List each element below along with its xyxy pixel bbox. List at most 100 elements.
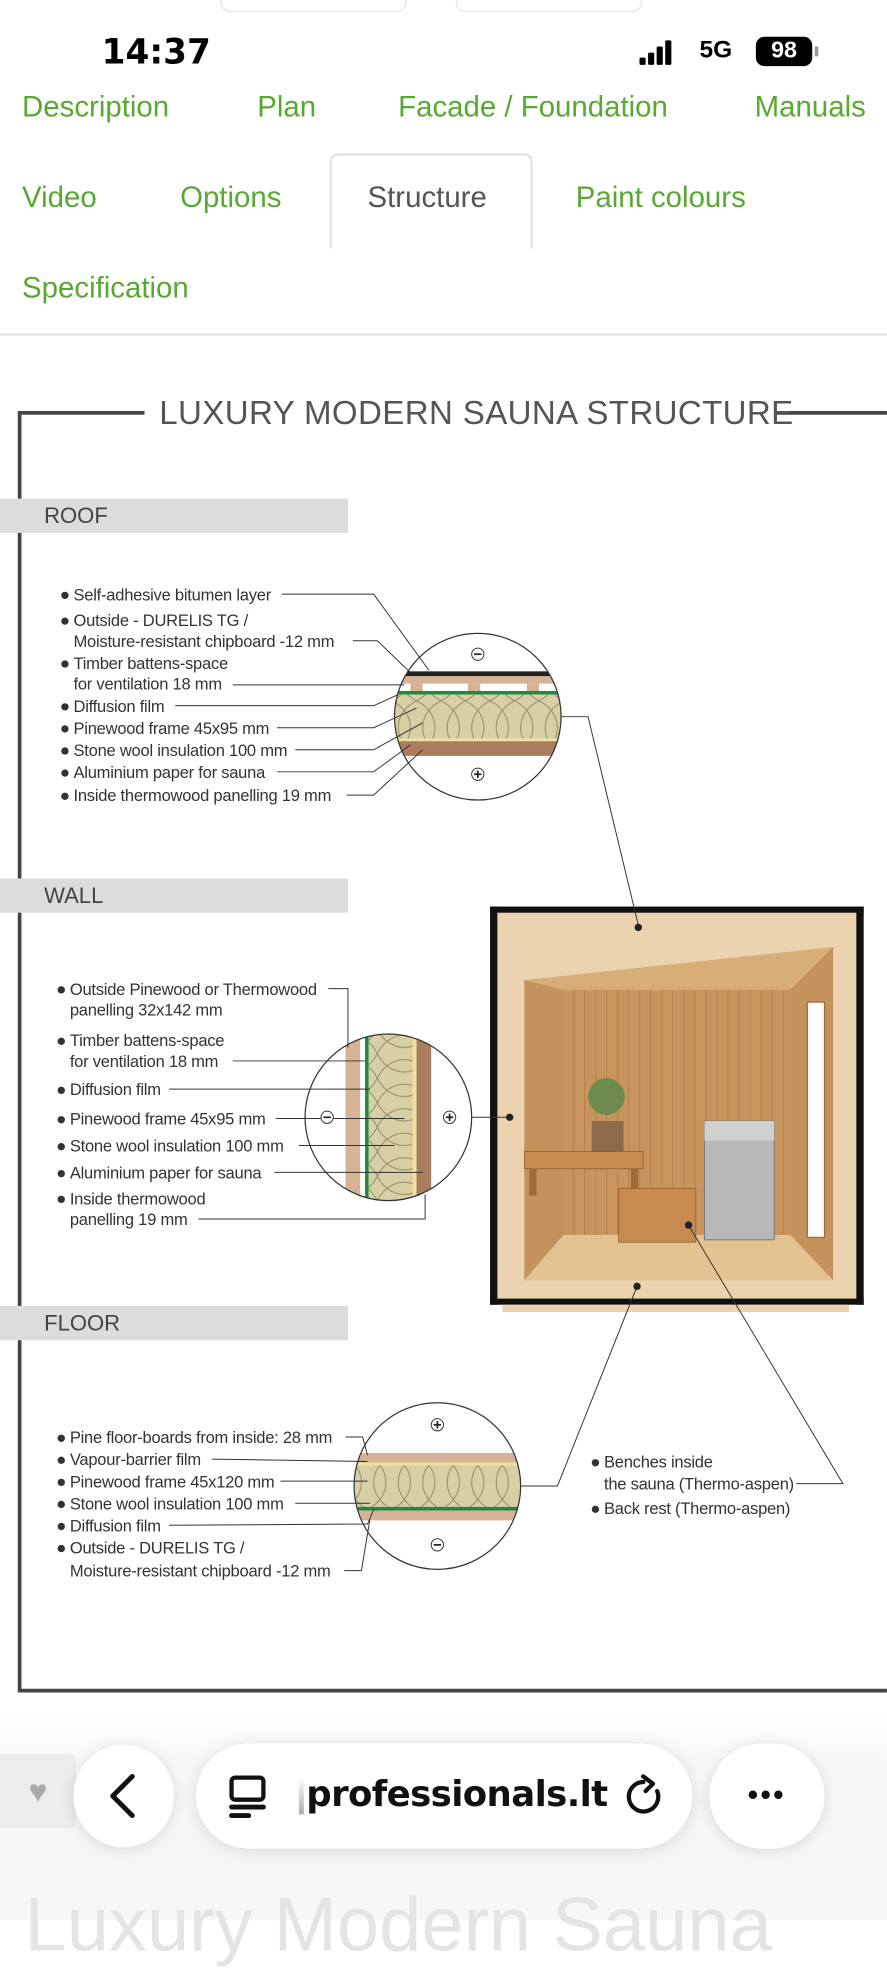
tab-paint-colours[interactable]: Paint colours [575,181,746,215]
roof-label-text: Self-adhesive bitumen layer [73,585,272,604]
tab-manuals[interactable]: Manuals [754,90,866,124]
floor-label: Diffusion film [57,1516,161,1537]
roof-label: Outside - DURELIS TG / [61,611,248,631]
floor-label-text: Pinewood frame 45x120 mm [69,1472,275,1491]
floor-label: Pine floor-boards from inside: 28 mm [57,1428,333,1448]
bullet-icon [57,1545,65,1553]
structure-diagram [17,411,887,1693]
tabs-divider [0,333,887,336]
wall-label: Diffusion film [57,1081,161,1101]
battery-tip [814,46,819,57]
tab-facade-foundation[interactable]: Facade / Foundation [398,90,668,124]
wall-label-text: panelling 32x142 mm [69,1000,223,1020]
bullet-icon [57,1457,65,1465]
bullet-icon [57,1523,65,1531]
roof-label: Stone wool insulation 100 mm [61,741,288,761]
bullet-icon [61,703,69,712]
wall-label: panelling 19 mm [58,1210,188,1230]
interior-label-text: the sauna (Thermo-aspen) [603,1475,794,1494]
floor-label-text: Diffusion film [69,1516,161,1536]
wall-label: for ventilation 18 mm [58,1052,219,1072]
url-fade-edge [298,1777,304,1815]
interior-label: Benches inside [591,1452,713,1473]
tab-description[interactable]: Description [22,90,170,124]
favorite-heart-icon[interactable]: ♥ [0,1754,76,1828]
wall-label: Pinewood frame 45x95 mm [57,1110,266,1130]
tab-video[interactable]: Video [22,181,97,215]
wall-label: Inside thermowood [57,1190,206,1210]
roof-heading: ROOF [0,498,348,533]
wall-heading: WALL [0,878,348,913]
wall-label: Aluminium paper for sauna [57,1163,262,1184]
roof-label: Timber battens-space [61,654,228,674]
roof-heading-text: ROOF [44,503,108,529]
interior-label: Back rest (Thermo-aspen) [591,1499,791,1520]
roof-label-text: Outside - DURELIS TG / [73,611,249,630]
roof-label-text: Aluminium paper for sauna [73,763,266,782]
roof-label: Moisture-resistant chipboard -12 mm [61,632,335,652]
bullet-icon [61,617,69,626]
wall-label-text: Aluminium paper for sauna [69,1163,262,1183]
tab-specification[interactable]: Specification [22,271,189,306]
wall-label-text: Timber battens-space [69,1031,225,1050]
sauna-illustration [490,906,864,1313]
signal-icon [639,40,674,65]
roof-label-text: Stone wool insulation 100 mm [73,741,288,760]
tab-plan[interactable]: Plan [257,90,317,124]
more-options-button[interactable]: ••• [709,1743,825,1849]
bullet-icon [57,1087,65,1095]
bullet-icon [61,660,69,669]
below-fold-heading: Luxury Modern Sauna [24,1882,772,1968]
tab-overview-icon [229,1775,266,1819]
roof-label-text: Pinewood frame 45x95 mm [73,719,270,738]
roof-label: Inside thermowood panelling 19 mm [61,787,331,807]
wall-label-text: panelling 19 mm [69,1210,188,1229]
wall-label: panelling 32x142 mm [58,1001,223,1021]
floor-label-text: Outside - DURELIS TG / [69,1538,245,1558]
interior-label: the sauna (Thermo-aspen) [592,1475,794,1495]
battery-icon: 98 [755,36,813,67]
wall-label: Outside Pinewood or Thermowood [57,980,317,1000]
leader-dots [505,923,693,1291]
interior-label-text: Back rest (Thermo-aspen) [603,1499,791,1518]
wall-label-text: Stone wool insulation 100 mm [69,1136,284,1156]
bullet-icon [57,1501,65,1509]
bullet-icon [591,1459,600,1467]
frame-lines [17,411,887,1693]
wall-label: Stone wool insulation 100 mm [57,1136,284,1157]
bullet-icon [61,747,69,756]
reload-icon[interactable] [622,1771,666,1820]
bullet-icon [57,1170,65,1178]
bullet-icon [61,793,69,801]
roof-label-text: Diffusion film [73,697,165,716]
url-text[interactable]: professionals.lt [306,1772,608,1815]
bullet-icon [57,1479,65,1487]
leader-lines [169,593,844,1572]
tab-structure[interactable]: Structure [367,181,487,215]
roof-label-text: Timber battens-space [73,654,229,673]
address-bar[interactable] [196,1743,693,1849]
bullet-icon [57,986,65,995]
bullet-icon [57,1116,65,1124]
network-type: 5G [699,36,733,64]
roof-label-text: for ventilation 18 mm [73,675,223,694]
floor-label-text: Stone wool insulation 100 mm [69,1494,284,1513]
floor-heading: FLOOR [0,1305,348,1341]
roof-label-text: Inside thermowood panelling 19 mm [73,786,332,805]
floor-label: Pinewood frame 45x120 mm [57,1472,275,1493]
back-button[interactable] [73,1744,174,1848]
bullet-icon [61,725,69,734]
tab-options[interactable]: Options [180,181,282,215]
bullet-icon [591,1506,600,1514]
wall-heading-text: WALL [44,883,104,908]
roof-label-text: Moisture-resistant chipboard -12 mm [73,632,335,651]
floor-label: Stone wool insulation 100 mm [57,1494,284,1515]
bullet-icon [57,1038,65,1046]
floor-label: Moisture-resistant chipboard -12 mm [58,1562,331,1582]
roof-label: Aluminium paper for sauna [61,763,265,783]
floor-label-text: Pine floor-boards from inside: 28 mm [69,1428,333,1447]
status-time: 14:37 [101,31,211,73]
interior-label-text: Benches inside [603,1452,713,1472]
bullet-icon [57,1435,65,1443]
wall-label-text: Outside Pinewood or Thermowood [69,980,317,999]
